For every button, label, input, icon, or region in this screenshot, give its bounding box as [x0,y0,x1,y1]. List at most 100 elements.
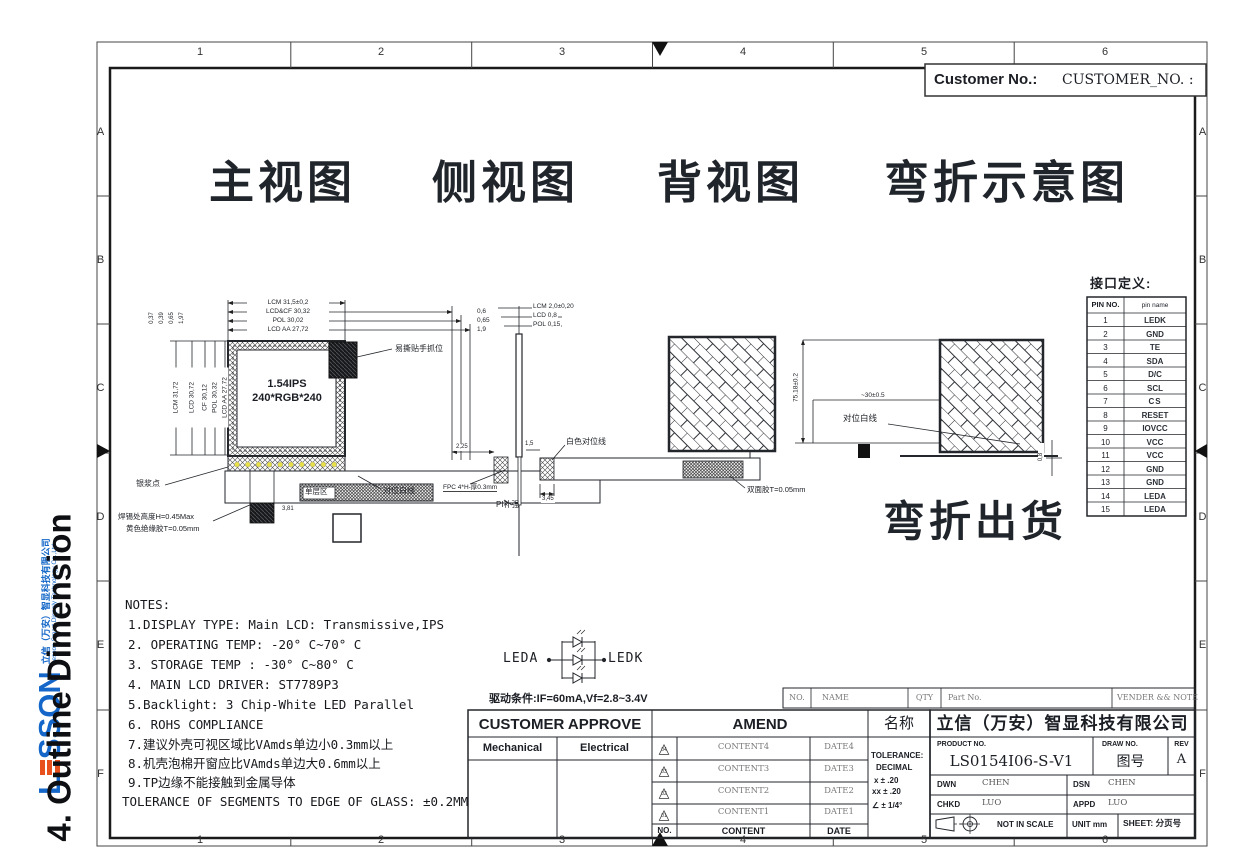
pin-row-name: LEDA [1144,491,1166,501]
side-dim-top-1: LCM 2,0±0,20 [532,303,575,311]
tolerance-decimal: DECIMAL [876,763,913,772]
pin-row-no: 9 [1103,424,1108,433]
zone-col-5-bottom: 5 [920,834,928,846]
zone-row-c-right: C [1198,382,1207,394]
pin-row-name: TE [1149,343,1161,352]
pin-row-no: 3 [1103,343,1108,352]
front-dim-top-3: POL 30,02 [247,317,329,325]
side-view-title: 侧视图 [432,157,580,208]
product-no-label: PRODUCT NO. [937,741,986,748]
zone-row-b-right: B [1198,254,1207,266]
notes-line: 7.建议外壳可视区域比VAmds单边小0.3mm以上 [128,737,394,752]
pi-stiffener-annotation: PI补强 [496,500,520,509]
pin-row-name: GND [1146,329,1164,339]
front-view-title: 主视图 [209,157,357,208]
amend-content: CONTENT4 [717,742,770,752]
amend-header: AMEND [732,716,788,733]
pin-row-name: VCC [1146,451,1164,460]
pin-row-name: IOVCC [1142,424,1168,433]
appd-value: LUO [1108,798,1128,808]
amend-content: CONTENT2 [717,786,770,796]
front-dim-top-1: LCM 31,5±0,2 [247,299,329,307]
pin-row-no: 4 [1103,356,1108,366]
pin-row-name: RESET [1141,410,1169,420]
pin-row-no: 5 [1103,370,1108,379]
amend-footer-content: CONTENT [721,826,766,836]
dsn-value: CHEN [1108,778,1136,788]
bend-align-white-annotation: 对位白线 [843,413,878,423]
pin-row-name: D/C [1148,370,1162,379]
side-dim-top-2: LCD 0,8 [532,312,558,320]
led-cathode-label: LEDK [608,651,644,666]
single-layer-annotation: 单层区 [305,487,328,496]
not-in-scale-label: NOT IN SCALE [997,820,1054,829]
pin-row-no: 6 [1103,383,1108,393]
notes-title: NOTES: [125,597,171,612]
zone-col-2-top: 2 [377,46,385,58]
zone-row-f-left: F [97,768,104,780]
tolerance-title: TOLERANCE: [871,751,924,760]
zone-col-6-top: 6 [1101,46,1109,58]
amend-content: CONTENT3 [717,764,770,774]
revision-triangle-icon: △04 [658,740,670,756]
notes-line: 6. ROHS COMPLIANCE [128,717,264,732]
pin-row-name: GND [1146,478,1164,487]
silver-dot-annotation: 银浆点 [136,479,160,488]
pin-row-no: 7 [1103,397,1108,406]
front-align-white-annotation: 对位白线 [383,486,415,495]
pin-table-title: 接口定义: [1090,276,1152,291]
zone-col-4-top: 4 [739,46,747,58]
name-cn-header: 名称 [883,715,914,732]
bend-ship-label: 弯折出货 [883,498,1068,545]
front-dim-left-1: LCM 31,72 [172,367,180,428]
zone-col-4-bottom: 4 [739,834,747,846]
pin-row-name: CS [1148,397,1162,406]
tolerance-x: x ± .20 [874,776,899,785]
zone-col-5-top: 5 [920,46,928,58]
notes-line: 9.TP边缘不能接触到金属导体 [128,775,296,790]
zone-col-3-bottom: 3 [558,834,566,846]
zone-row-d-left: D [96,511,105,523]
pin-row-name: SCL [1147,383,1163,393]
pin-row-no: 10 [1101,437,1110,447]
pin-row-no: 14 [1101,491,1110,501]
pin-row-no: 1 [1103,316,1108,325]
zone-col-6-bottom: 6 [1101,834,1109,846]
pin-row-name: GND [1146,464,1164,474]
parts-partno-header: Part No. [948,693,982,702]
pin-row-name: LEDK [1144,316,1166,325]
dsn-label: DSN [1073,780,1090,789]
title-block-company: 立信（万安）智显科技有限公司 [936,714,1189,733]
zone-col-3-top: 3 [558,46,566,58]
chkd-label: CHKD [937,800,961,809]
amend-date: DATE1 [824,807,854,817]
amend-date: DATE2 [824,786,854,796]
notes-line: 1.DISPLAY TYPE: Main LCD: Transmissive,I… [128,617,445,632]
panel-resolution-label: 240*RGB*240 [252,392,322,404]
rev-label: REV [1174,741,1189,748]
zone-row-e-left: E [96,639,105,651]
side-dim-2: 1,5 [524,441,535,448]
chkd-value: LUO [982,798,1002,808]
front-dim-left-s2: 0,39 [159,304,165,332]
side-dim-1: 2,25 [455,444,469,451]
amend-content: CONTENT1 [717,807,770,817]
front-dim-left-5: LCD AA 27,72 [221,367,229,428]
led-drive-condition: 驱动条件:IF=60mA,Vf=2.8~3.4V [489,693,648,705]
front-dim-left-4: POL 30,32 [211,367,219,428]
pin-row-no: 8 [1103,410,1108,420]
parts-no-header: NO. [789,693,805,702]
bend-dim-horizontal: ~30±0.5 [860,392,886,400]
led-anode-label: LEDA [503,651,539,666]
customer-approve-header: CUSTOMER APPROVE [478,716,642,733]
draw-no-label: DRAW NO. [1102,741,1138,748]
notes-tolerance: TOLERANCE OF SEGMENTS TO EDGE OF GLASS: … [122,794,469,809]
amend-date: DATE3 [824,764,854,774]
customer-no-label: Customer No.: [934,71,1038,88]
pin-row-no: 13 [1101,478,1110,487]
zone-col-2-bottom: 2 [377,834,385,846]
double-side-tape-annotation: 双面胶T=0.05mm [747,485,806,494]
front-dim-top-4: LCD AA 27,72 [247,326,329,334]
pin-row-no: 12 [1101,464,1110,474]
front-dim-left-3: CF 30,12 [201,367,209,428]
